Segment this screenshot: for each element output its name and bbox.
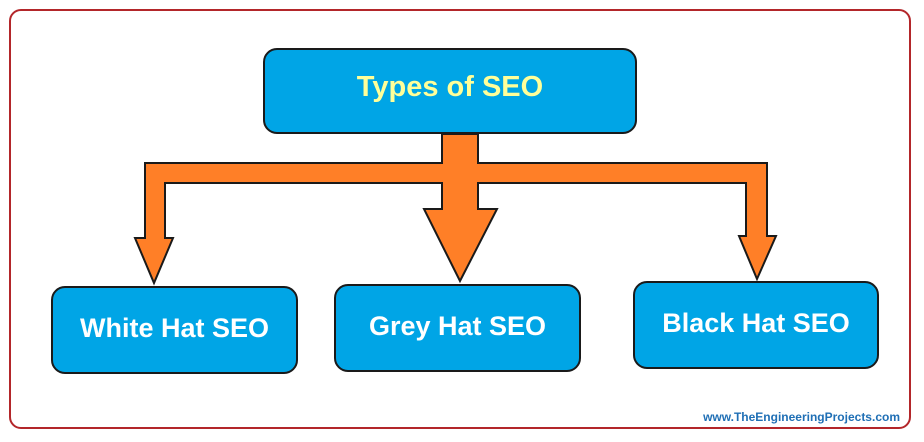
child-node-label: Grey Hat SEO [368,310,547,341]
child-node-black-hat: Black Hat SEO [633,281,879,369]
root-node: Types of SEO [263,48,637,134]
diagram-frame [9,9,911,429]
watermark-text: www.TheEngineeringProjects.com [703,410,900,424]
root-node-label: Types of SEO [356,70,544,103]
child-node-label: Black Hat SEO [662,307,850,338]
arrow-connector-shape [133,133,778,286]
child-node-grey-hat: Grey Hat SEO [334,284,581,372]
child-node-white-hat: White Hat SEO [51,286,298,374]
child-node-label: White Hat SEO [79,312,269,343]
